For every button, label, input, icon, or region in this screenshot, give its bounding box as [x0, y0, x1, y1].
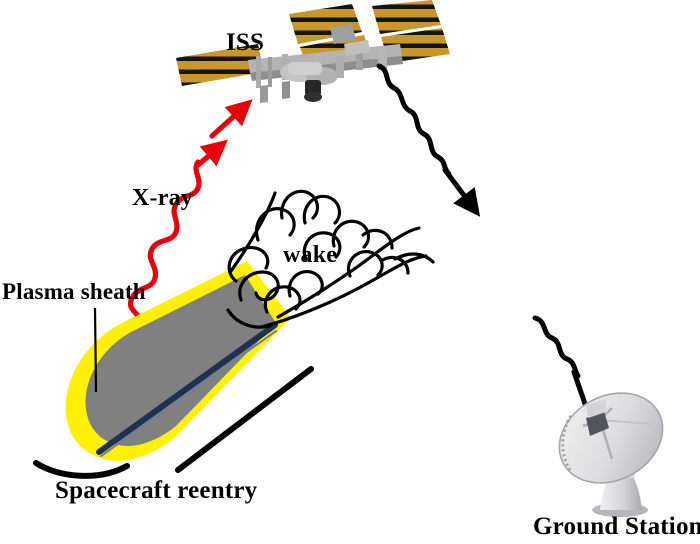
- dish-feed-horn: [586, 411, 609, 436]
- spacecraft-edge-highlight: [100, 330, 277, 457]
- label-plasma-sheath: Plasma sheath: [2, 279, 146, 304]
- iss-solar-array-left: [176, 44, 264, 86]
- trajectory-line: [175, 366, 314, 473]
- satellite-dish-icon: [558, 392, 664, 517]
- label-iss: ISS: [226, 29, 265, 56]
- turbulence-icon: [226, 189, 435, 329]
- shock-arc: [33, 460, 130, 479]
- label-wake: wake: [283, 242, 338, 268]
- label-xray: X-ray: [132, 185, 193, 211]
- label-spacecraft-reentry: Spacecraft reentry: [55, 477, 258, 504]
- iss-truss: [248, 24, 403, 103]
- dish-reflector: [559, 393, 663, 483]
- label-ground-station: Ground Station: [533, 513, 700, 540]
- spacecraft-body-shape: [85, 275, 277, 447]
- spacecraft-edge-line: [96, 322, 278, 455]
- reentry-capsule-icon: [65, 261, 291, 461]
- iss-icon: [176, 0, 450, 103]
- downlink-beam-icon: [376, 63, 481, 217]
